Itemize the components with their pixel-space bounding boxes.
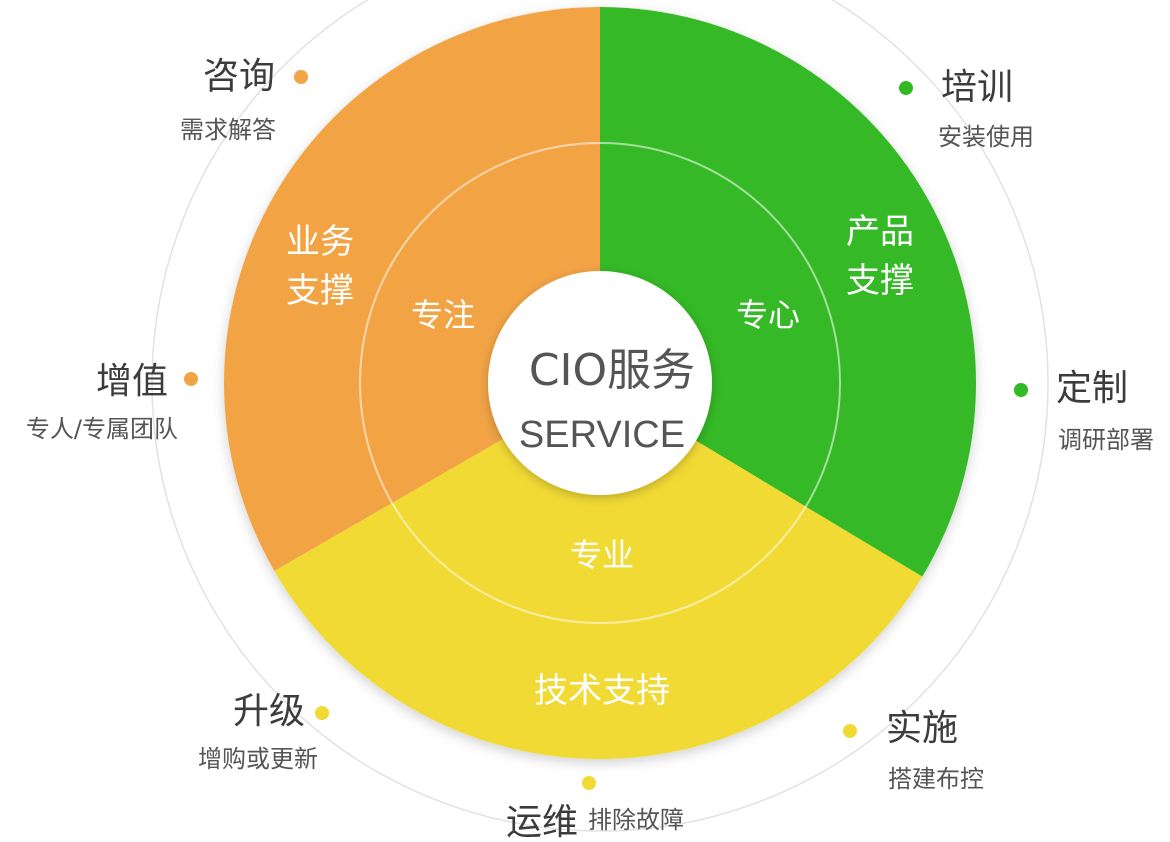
service-operations: 运维 排除故障	[506, 776, 684, 842]
center-subtitle: SERVICE	[519, 414, 685, 456]
service-custom-desc: 调研部署	[1058, 426, 1154, 454]
product-inner-label: 专心	[736, 296, 800, 334]
service-custom-title: 定制	[1056, 368, 1128, 409]
product-label-line1: 产品	[846, 212, 914, 252]
service-value-dot	[184, 372, 198, 386]
service-custom-dot	[1014, 383, 1028, 397]
service-upgrade-dot	[315, 706, 329, 720]
service-value-added: 增值 专人/专属团队	[26, 361, 198, 443]
service-value-title: 增值	[96, 361, 168, 402]
center-title: CIO服务	[529, 345, 695, 396]
service-ops-dot	[582, 776, 596, 790]
tech-inner-label: 专业	[570, 536, 634, 574]
service-value-desc: 专人/专属团队	[26, 415, 178, 443]
segment-business-support	[223, 7, 600, 571]
business-label-line2: 支撑	[286, 271, 354, 311]
service-consult: 咨询 需求解答	[180, 56, 308, 144]
service-consult-dot	[294, 70, 308, 84]
service-deploy-desc: 搭建布控	[888, 765, 984, 793]
center-circle	[488, 271, 712, 495]
service-training-title: 培训	[941, 67, 1013, 108]
tech-label: 技术支持	[534, 671, 670, 711]
segment-technical-support	[274, 438, 923, 759]
business-inner-label: 专注	[411, 296, 475, 334]
inner-guide-ring	[359, 142, 841, 624]
service-upgrade-desc: 增购或更新	[198, 745, 318, 773]
product-label-line2: 支撑	[846, 261, 914, 301]
service-custom: 定制 调研部署	[1014, 368, 1154, 454]
service-deploy-dot	[843, 724, 857, 738]
service-ops-title: 运维	[506, 802, 578, 842]
service-deploy-title: 实施	[886, 708, 958, 749]
segment-product-support	[600, 7, 976, 577]
service-ops-desc: 排除故障	[588, 806, 684, 834]
service-upgrade: 升级 增购或更新	[198, 691, 329, 773]
outer-guide-ring	[151, 0, 1049, 832]
business-label-line1: 业务	[286, 222, 354, 262]
service-consult-desc: 需求解答	[180, 116, 276, 144]
service-deploy: 实施 搭建布控	[843, 708, 984, 793]
service-upgrade-title: 升级	[233, 691, 305, 732]
service-training-dot	[899, 81, 913, 95]
service-training: 培训 安装使用	[899, 67, 1034, 151]
service-training-desc: 安装使用	[938, 123, 1034, 151]
service-consult-title: 咨询	[203, 56, 275, 97]
